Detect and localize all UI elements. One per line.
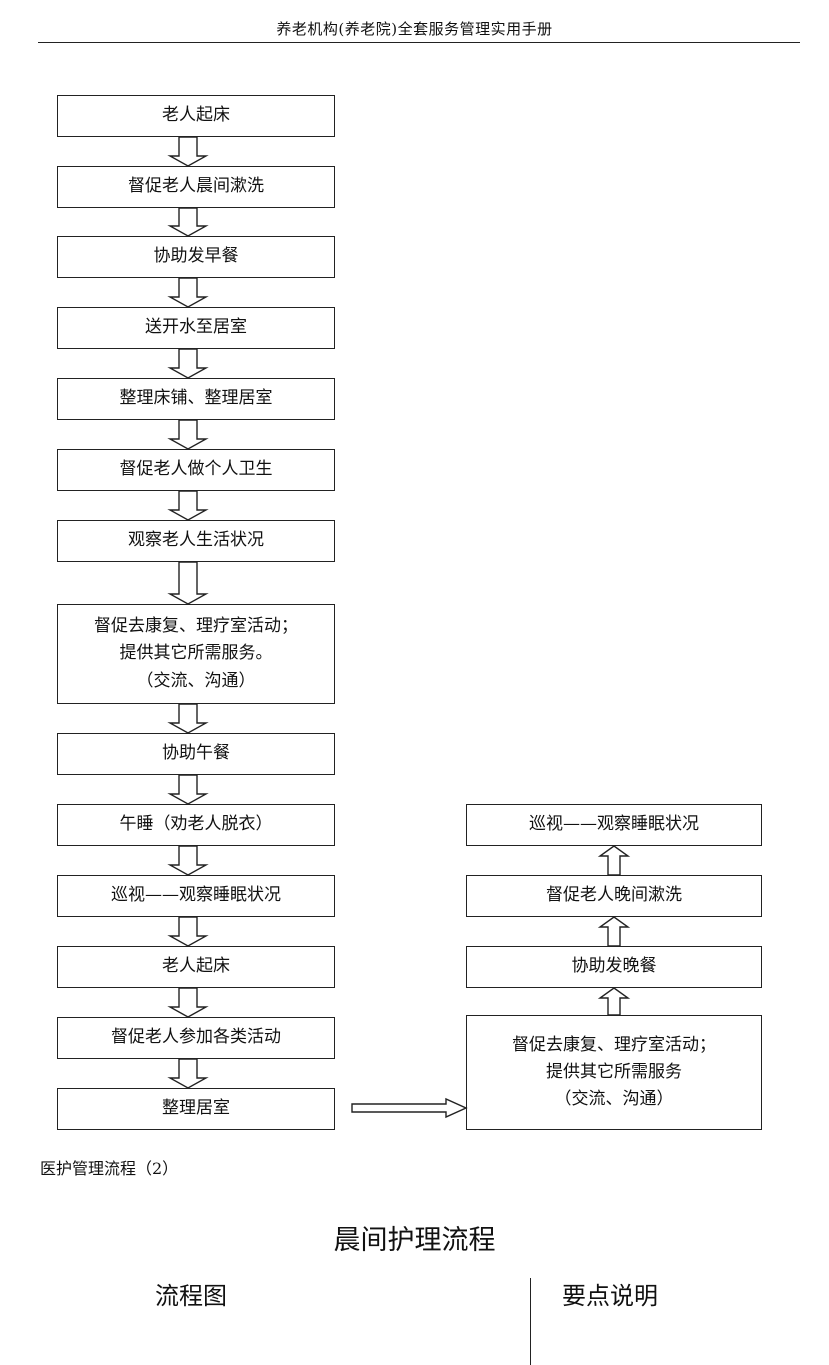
flowchart-heading: 流程图 — [155, 1282, 227, 1310]
up-arrow — [597, 845, 631, 876]
down-arrow — [167, 419, 209, 450]
box-text-line: 老人起床 — [162, 956, 230, 977]
down-arrow — [167, 207, 209, 237]
right-arrow — [351, 1097, 468, 1119]
page-header: 养老机构(养老院)全套服务管理实用手册 — [276, 20, 553, 38]
step-activities: 督促老人参加各类活动 — [57, 1017, 335, 1059]
box-text-line: （交流、沟通） — [554, 1089, 674, 1110]
down-arrow — [167, 845, 209, 876]
section-title: 晨间护理流程 — [333, 1225, 496, 1256]
step-tidy-room: 整理居室 — [57, 1088, 335, 1130]
step-observe: 观察老人生活状况 — [57, 520, 335, 562]
step-hot-water: 送开水至居室 — [57, 307, 335, 349]
box-text-line: 午睡（劝老人脱衣） — [119, 814, 273, 835]
step-rehab-activity: 督促去康复、理疗室活动； 提供其它所需服务。 （交流、沟通） — [57, 604, 335, 704]
box-text-line: 巡视——观察睡眠状况 — [111, 885, 281, 906]
key-points-heading: 要点说明 — [562, 1282, 658, 1310]
step-wake-up-afternoon: 老人起床 — [57, 946, 335, 988]
box-text-line: 协助午餐 — [162, 743, 230, 764]
box-text-line: 协助发晚餐 — [571, 956, 657, 977]
step-hygiene: 督促老人做个人卫生 — [57, 449, 335, 491]
step-tidy-bed: 整理床铺、整理居室 — [57, 378, 335, 420]
down-arrow — [167, 561, 209, 605]
up-arrow — [597, 916, 631, 947]
box-text-line: 提供其它所需服务。 — [119, 643, 273, 664]
box-text-line: 督促老人做个人卫生 — [119, 459, 273, 480]
box-text-line: 督促老人晨间漱洗 — [128, 176, 264, 197]
box-text-line: 老人起床 — [162, 105, 230, 126]
step-wake-up: 老人起床 — [57, 95, 335, 137]
down-arrow — [167, 774, 209, 805]
step-lunch: 协助午餐 — [57, 733, 335, 775]
up-arrow — [597, 987, 631, 1016]
box-text-line: 协助发早餐 — [153, 246, 239, 267]
step-morning-wash: 督促老人晨间漱洗 — [57, 166, 335, 208]
down-arrow — [167, 277, 209, 308]
box-text-line: 送开水至居室 — [145, 317, 247, 338]
box-text-line: （交流、沟通） — [136, 670, 256, 691]
step-patrol: 巡视——观察睡眠状况 — [57, 875, 335, 917]
down-arrow — [167, 916, 209, 947]
step-breakfast: 协助发早餐 — [57, 236, 335, 278]
box-text-line: 督促去康复、理疗室活动； — [512, 1034, 716, 1055]
box-text-line: 督促老人参加各类活动 — [111, 1027, 281, 1048]
down-arrow — [167, 703, 209, 734]
box-text-line: 督促去康复、理疗室活动； — [94, 616, 298, 637]
down-arrow — [167, 348, 209, 379]
box-text-line: 整理床铺、整理居室 — [119, 388, 273, 409]
step-night-patrol: 巡视——观察睡眠状况 — [466, 804, 762, 846]
down-arrow — [167, 1058, 209, 1089]
box-text-line: 整理居室 — [162, 1098, 230, 1119]
down-arrow — [167, 987, 209, 1018]
down-arrow — [167, 490, 209, 521]
figure-caption: 医护管理流程（2） — [40, 1159, 179, 1178]
step-evening-wash: 督促老人晚间漱洗 — [466, 875, 762, 917]
box-text-line: 提供其它所需服务 — [546, 1061, 682, 1082]
header-rule — [38, 42, 800, 43]
step-evening-rehab: 督促去康复、理疗室活动； 提供其它所需服务 （交流、沟通） — [466, 1015, 762, 1130]
box-text-line: 巡视——观察睡眠状况 — [529, 814, 699, 835]
down-arrow — [167, 136, 209, 167]
box-text-line: 督促老人晚间漱洗 — [546, 885, 682, 906]
column-divider — [530, 1278, 531, 1365]
step-nap: 午睡（劝老人脱衣） — [57, 804, 335, 846]
box-text-line: 观察老人生活状况 — [128, 530, 264, 551]
